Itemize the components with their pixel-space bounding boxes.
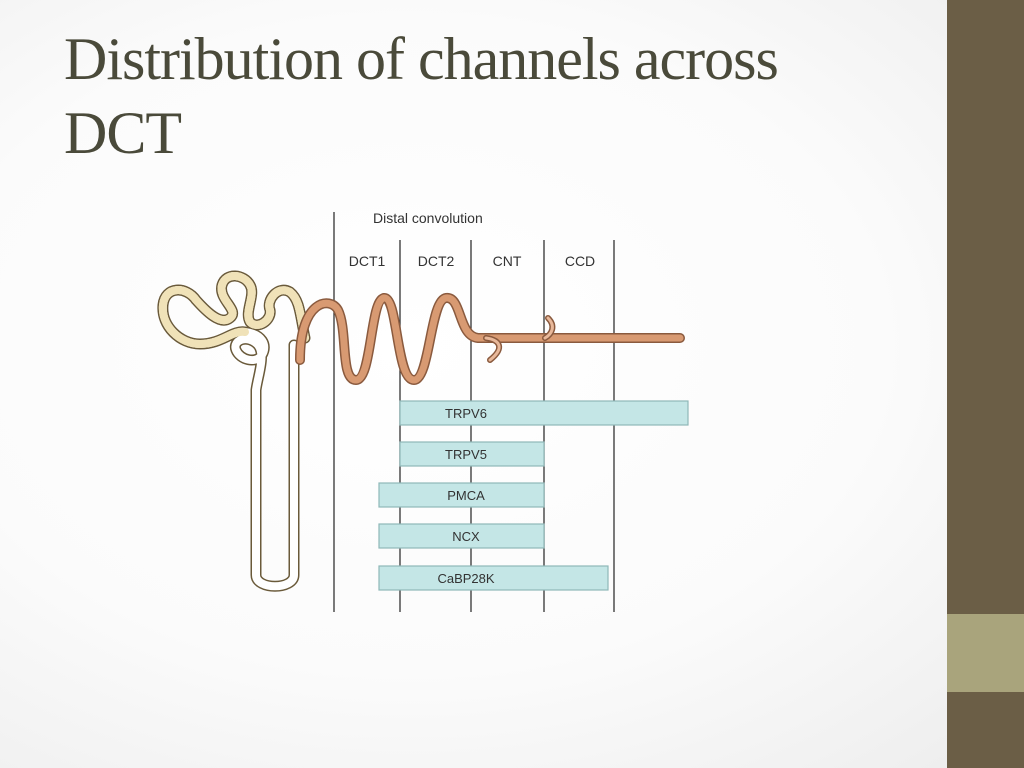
channel-label-pmca: PMCA — [447, 488, 485, 503]
slide-title-line-1: Distribution of channels across — [64, 26, 779, 92]
slide-title: Distribution of channels across DCT — [64, 22, 924, 170]
distal-tubule — [295, 293, 685, 385]
proximal-tubule — [157, 270, 311, 592]
segment-label-dct1: DCT1 — [349, 253, 386, 269]
channel-bar-ncx: NCX — [378, 523, 545, 549]
segment-label-cnt: CNT — [493, 253, 522, 269]
channel-bar-trpv5: TRPV5 — [399, 441, 545, 467]
slide-title-line-2: DCT — [64, 100, 182, 166]
nephron-channel-diagram: Distal convolution DCT1 DCT2 CNT CCD TRP… — [157, 210, 689, 612]
distal-convolution-label: Distal convolution — [373, 210, 483, 226]
channel-bar-trpv6: TRPV6 — [399, 400, 689, 426]
channel-label-trpv6: TRPV6 — [445, 406, 487, 421]
channel-bars: TRPV6 TRPV5 PMCA NCX CaBP28K — [378, 400, 689, 591]
channel-label-ncx: NCX — [452, 529, 480, 544]
channel-label-cabp28k: CaBP28K — [437, 571, 494, 586]
segment-label-dct2: DCT2 — [418, 253, 455, 269]
channel-bar-pmca: PMCA — [378, 482, 545, 508]
segment-label-ccd: CCD — [565, 253, 595, 269]
side-decoration-accent — [947, 614, 1024, 692]
channel-label-trpv5: TRPV5 — [445, 447, 487, 462]
segment-dividers — [333, 212, 615, 612]
channel-bar-cabp28k: CaBP28K — [378, 565, 609, 591]
